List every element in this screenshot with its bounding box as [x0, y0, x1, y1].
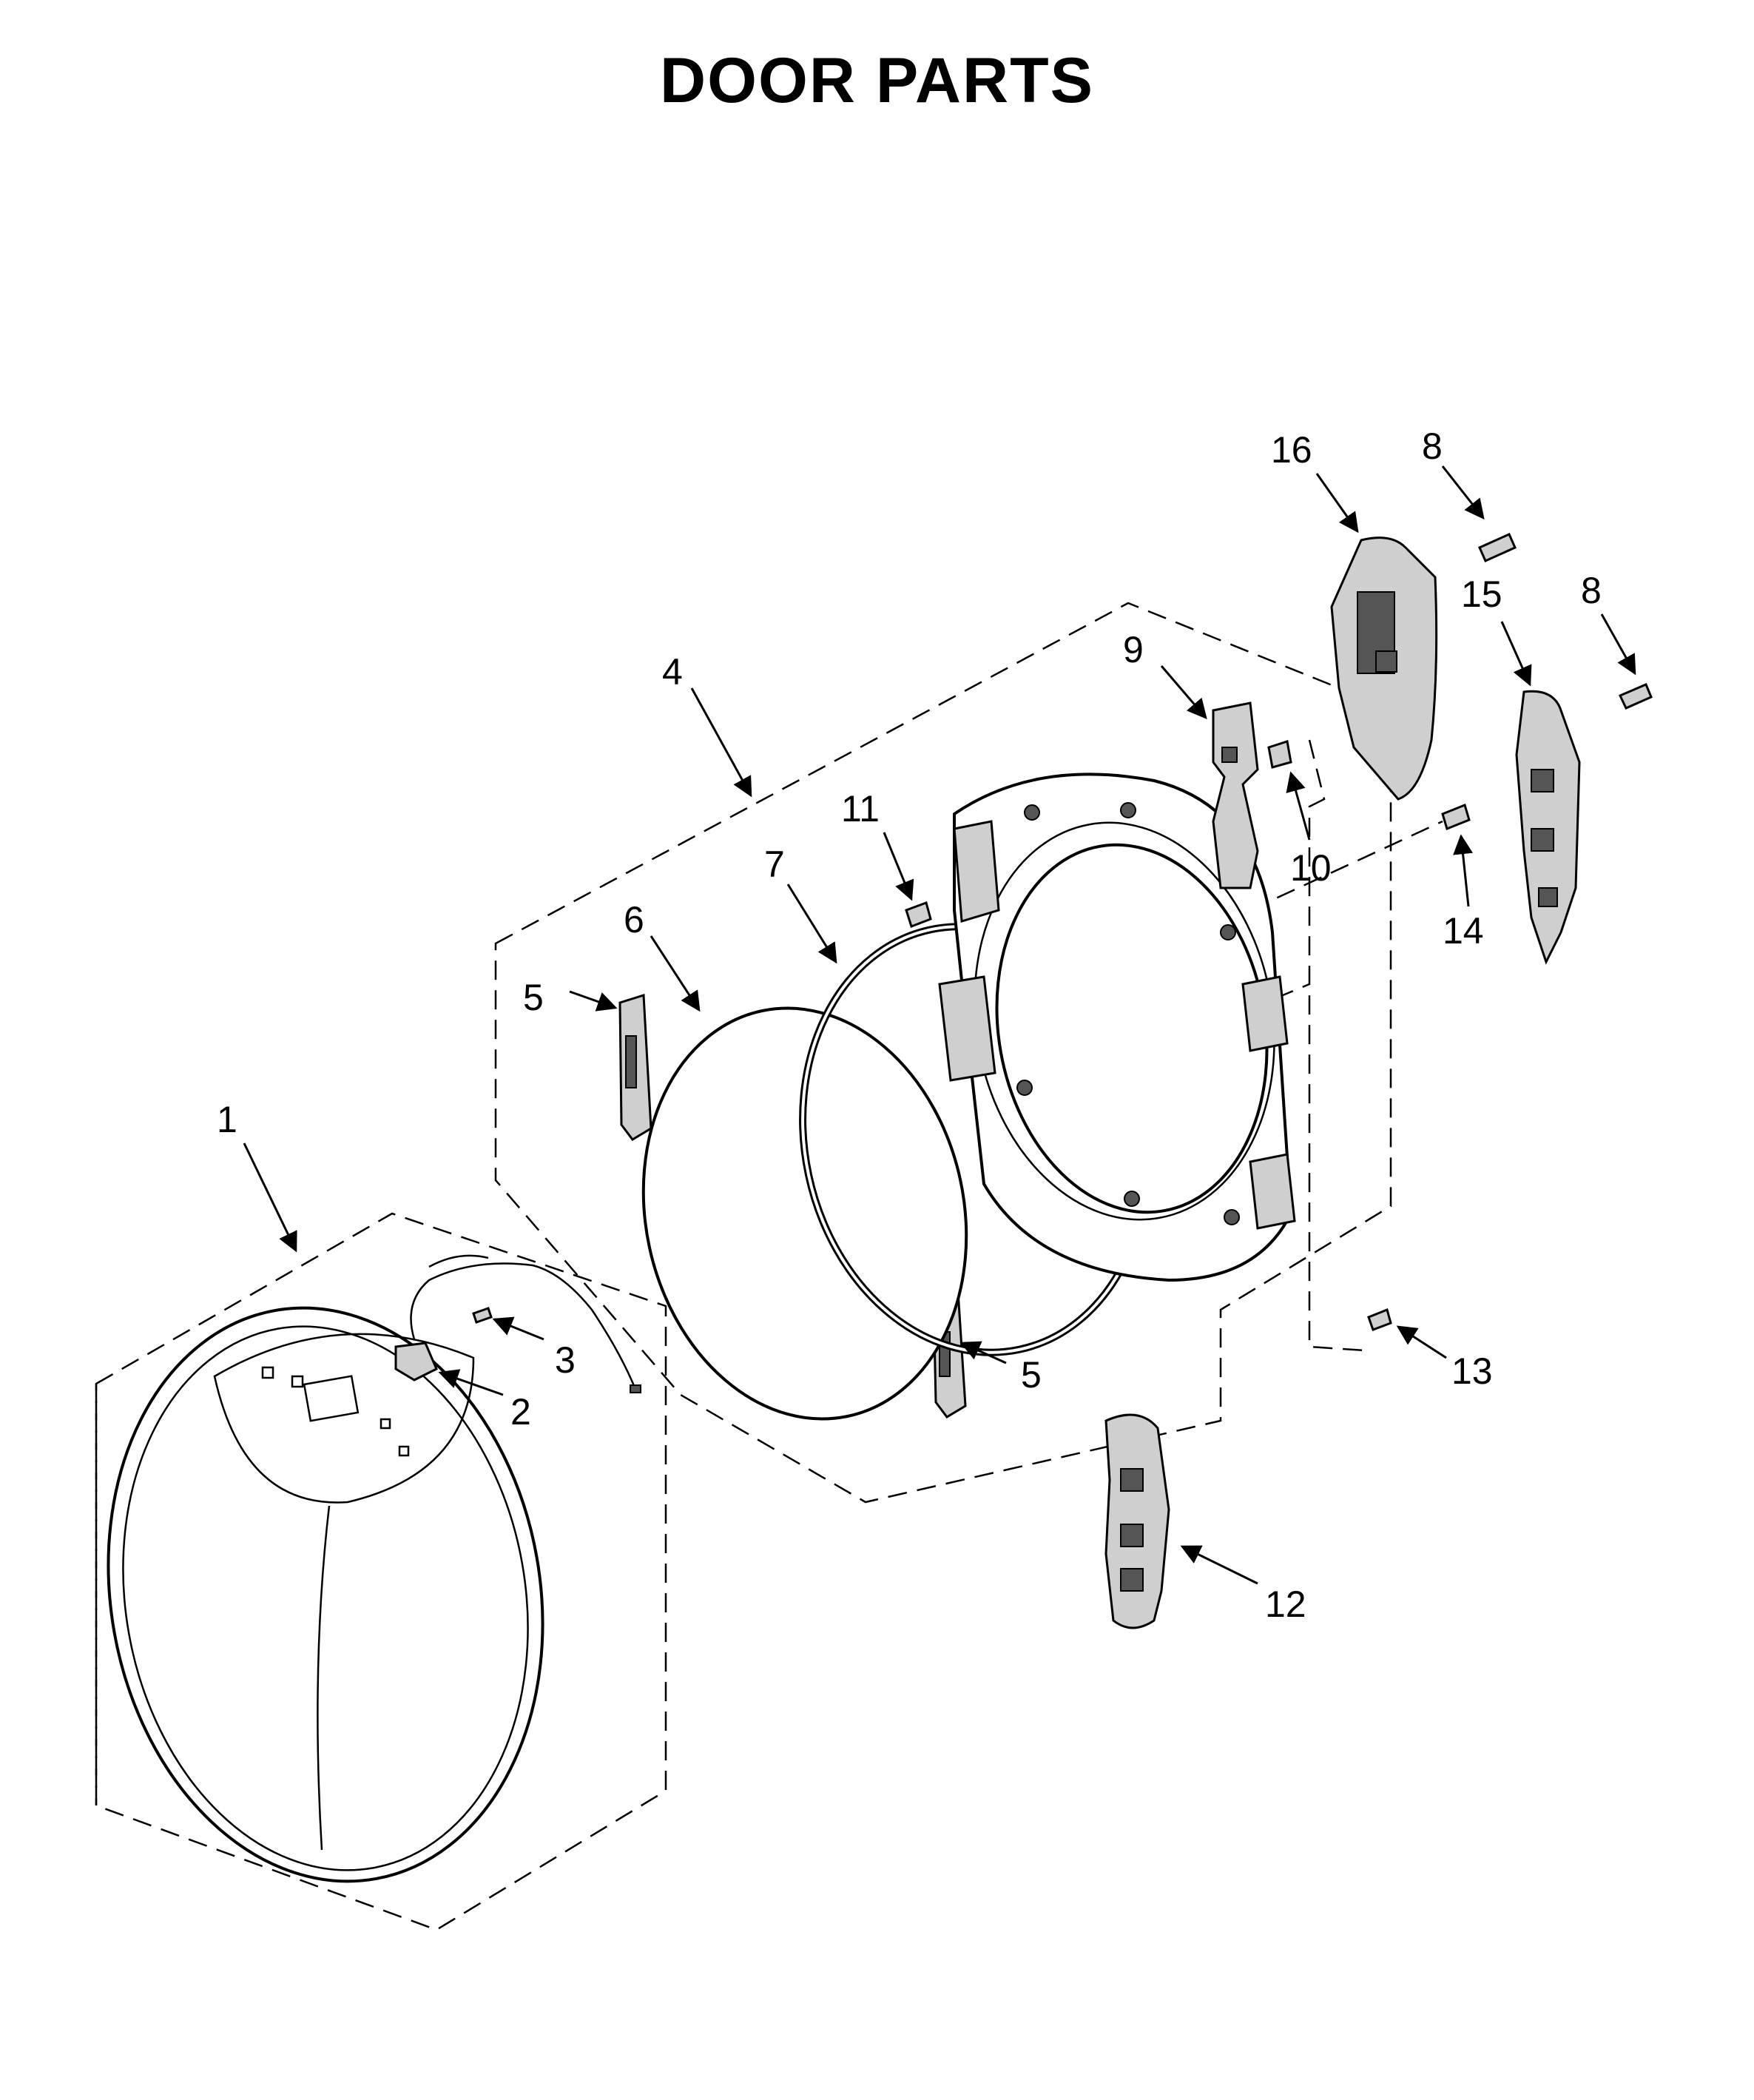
callout-8a: 8 [1422, 425, 1443, 467]
callout-7: 7 [764, 844, 785, 885]
callout-15: 15 [1461, 573, 1502, 615]
callout-5a: 5 [523, 977, 544, 1018]
callout-16: 16 [1271, 429, 1312, 471]
screw-part-13 [1367, 1308, 1392, 1331]
handle-insert-part-15 [1515, 690, 1581, 965]
screw-part-3 [472, 1307, 493, 1324]
callout-12: 12 [1265, 1584, 1306, 1625]
handle-base-part-12 [1104, 1413, 1170, 1629]
inner-door-frame-part [938, 773, 1296, 1282]
callout-14: 14 [1443, 910, 1484, 952]
assembly-box-outer-door [95, 1212, 667, 1931]
screw-part-11 [905, 901, 932, 928]
callout-4: 4 [662, 651, 683, 693]
door-lock-part [394, 1254, 641, 1393]
diagram-title: DOOR PARTS [660, 45, 1094, 116]
callout-1: 1 [217, 1099, 237, 1140]
screw-part-8-upper [1478, 533, 1517, 562]
callout-9: 9 [1123, 629, 1144, 670]
callout-11: 11 [841, 788, 880, 829]
callout-10: 10 [1290, 847, 1332, 889]
callout-6: 6 [624, 899, 644, 940]
callout-3: 3 [555, 1339, 576, 1381]
screw-part-14 [1441, 803, 1471, 831]
door-glass-part [641, 1006, 968, 1421]
callout-8b: 8 [1581, 570, 1602, 611]
callout-13: 13 [1451, 1350, 1493, 1392]
screw-part-8-lower [1618, 683, 1653, 710]
hinge-cover-part-upper [618, 993, 652, 1141]
clip-part-10 [1267, 740, 1292, 769]
callout-5b: 5 [1021, 1354, 1042, 1396]
hinge-bracket-part-9 [1212, 701, 1259, 889]
door-handle-part-16 [1330, 536, 1438, 801]
outer-door-part [107, 1306, 544, 1883]
leader-arrows [243, 465, 1636, 1585]
callout-2: 2 [510, 1391, 531, 1433]
